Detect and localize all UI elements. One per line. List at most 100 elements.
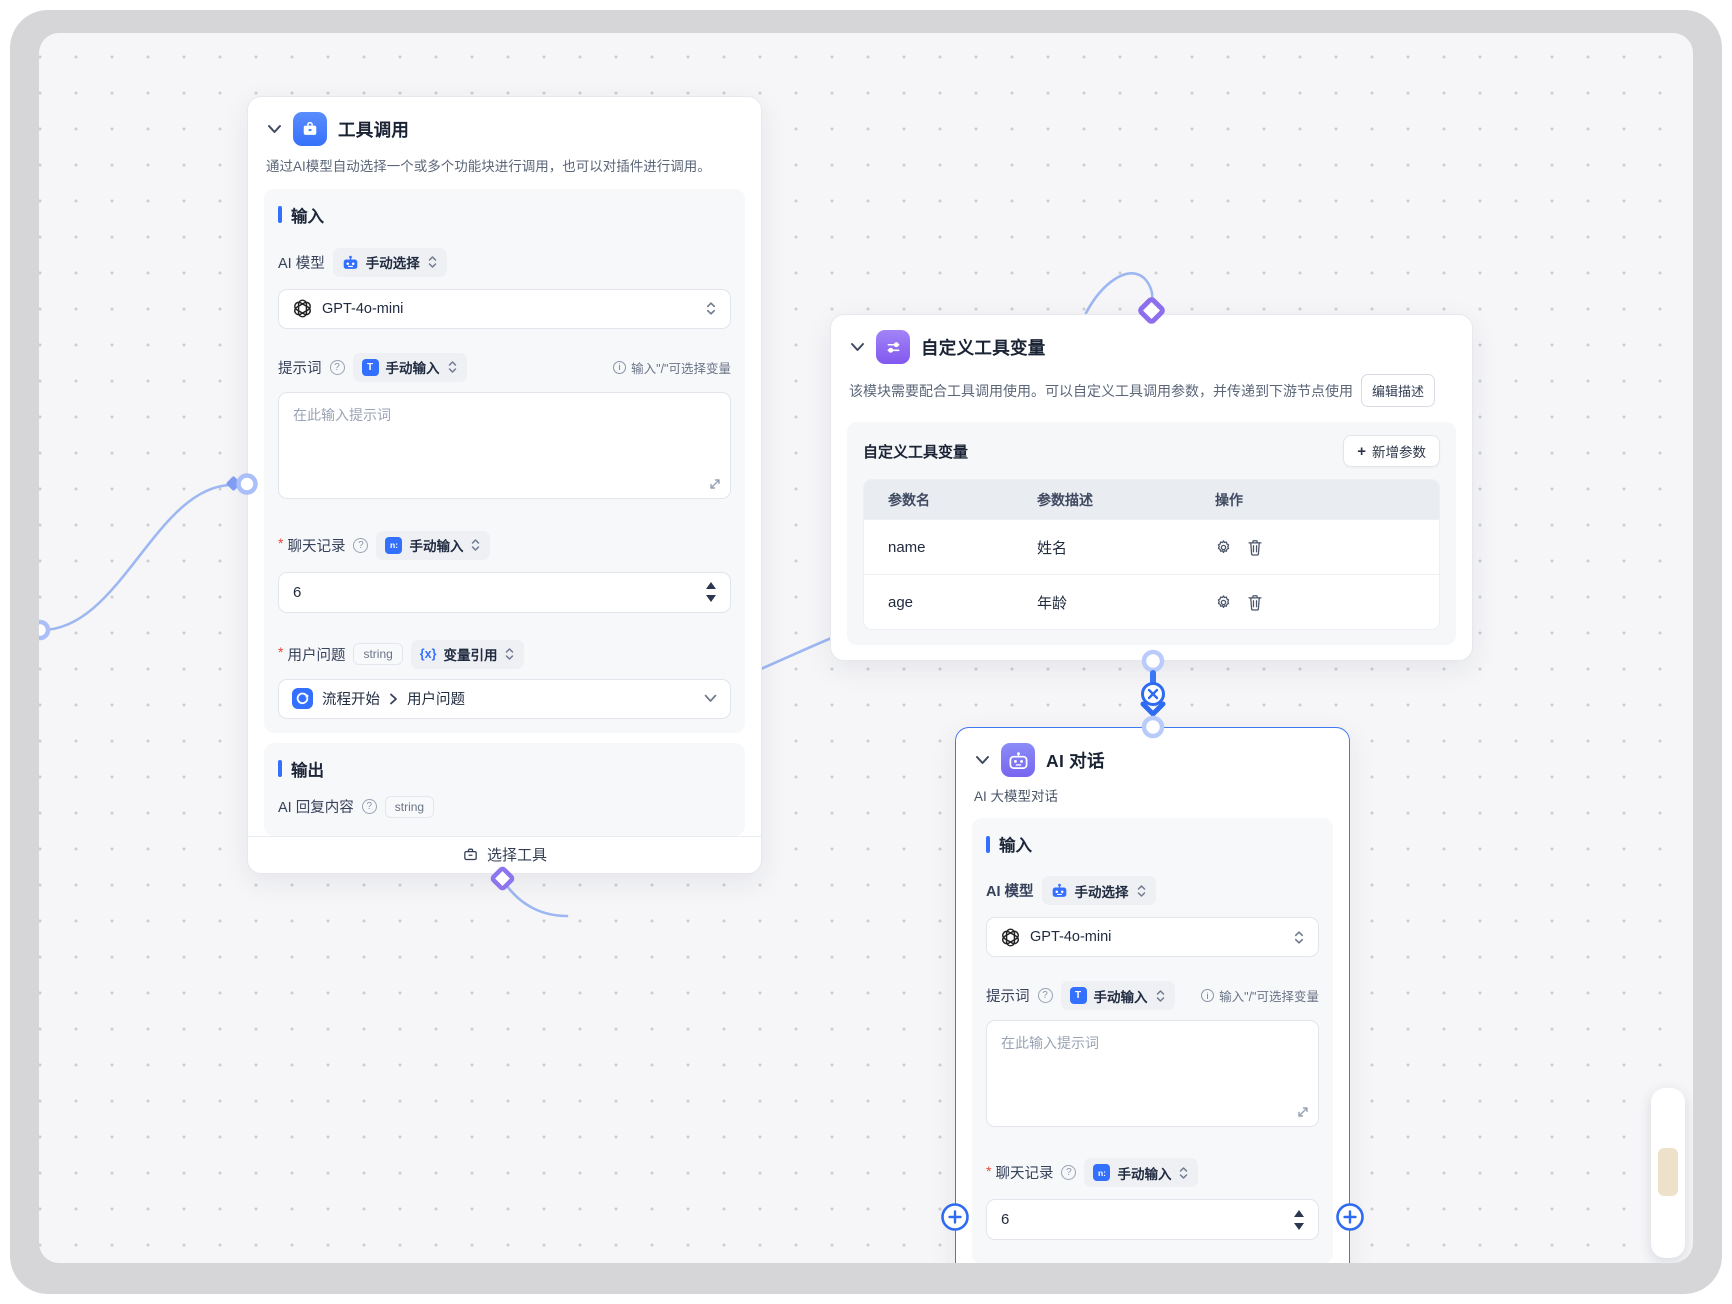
model-select[interactable]: GPT-4o-mini <box>278 288 731 329</box>
model-value: GPT-4o-mini <box>322 300 404 317</box>
chat-history-input[interactable] <box>1001 1211 1294 1228</box>
step-down-icon[interactable] <box>1294 1222 1304 1230</box>
node-title: 自定义工具变量 <box>921 337 1046 358</box>
help-icon[interactable]: ? <box>329 359 345 375</box>
toolbox-outline-icon <box>464 848 477 861</box>
edge-from-tool-selector[interactable] <box>505 884 569 918</box>
toolbox-icon <box>293 112 327 146</box>
node-title: AI 对话 <box>1046 750 1105 771</box>
table-row: age 年龄 <box>864 574 1439 629</box>
help-icon[interactable]: ? <box>353 537 369 553</box>
connector-arrow-icon <box>1140 701 1166 717</box>
section-title: 输入 <box>999 837 1032 855</box>
user-question-label: 用户问题 <box>287 647 346 664</box>
model-select[interactable]: GPT-4o-mini <box>986 917 1319 957</box>
openai-logo-icon <box>294 299 311 318</box>
side-toolbar[interactable] <box>1651 1088 1685 1258</box>
table-row: name 姓名 <box>864 519 1439 574</box>
help-icon[interactable]: ? <box>1061 1165 1077 1180</box>
edit-description-button[interactable]: 编辑描述 <box>1361 374 1436 407</box>
openai-logo-icon <box>1002 927 1019 947</box>
collapse-chevron-icon[interactable] <box>266 121 282 137</box>
node-description: 通过AI模型自动选择一个或多个功能块进行调用，也可以对插件进行调用。 <box>266 159 711 174</box>
gear-icon[interactable] <box>1215 539 1232 556</box>
chat-history-input[interactable] <box>293 583 706 601</box>
col-param-desc: 参数描述 <box>1037 491 1093 508</box>
node-custom-tool-vars[interactable]: 自定义工具变量 该模块需要配合工具调用使用。可以自定义工具调用参数，并传递到下游… <box>830 314 1473 661</box>
number-stepper[interactable] <box>706 582 716 603</box>
model-mode-badge[interactable]: 手动选择 <box>1041 876 1156 905</box>
prompt-mode-badge[interactable]: T 手动输入 <box>1060 981 1175 1010</box>
output-field-label: AI 回复内容 <box>278 800 354 817</box>
model-value: GPT-4o-mini <box>1030 929 1112 945</box>
connector-unplug-icon[interactable] <box>1141 682 1165 706</box>
section-title: 输出 <box>291 761 324 780</box>
hint-text: 输入"/"可选择变量 <box>1219 990 1319 1004</box>
updown-chevron-icon <box>472 539 480 551</box>
variable-reference-select[interactable]: 流程开始 用户问题 <box>278 678 731 719</box>
edge-into-tool-call[interactable] <box>39 483 233 632</box>
select-tool-label: 选择工具 <box>486 847 547 865</box>
parameters-table: 参数名 参数描述 操作 name 姓名 <box>863 479 1440 630</box>
col-operations: 操作 <box>1215 491 1243 508</box>
section-bar <box>278 760 282 778</box>
history-mode-badge[interactable]: n: 手动输入 <box>376 530 491 560</box>
updown-chevron-icon <box>506 648 514 660</box>
edge-source-handle[interactable] <box>39 619 51 641</box>
flow-canvas[interactable]: 工具调用 通过AI模型自动选择一个或多个功能块进行调用，也可以对插件进行调用。 … <box>39 33 1693 1263</box>
add-parameter-button[interactable]: + 新增参数 <box>1343 435 1440 467</box>
node-title: 工具调用 <box>338 119 410 140</box>
question-mode-label: 变量引用 <box>443 648 498 664</box>
step-up-icon[interactable] <box>1294 1209 1304 1217</box>
edge-into-custom-vars[interactable] <box>1084 272 1154 315</box>
prompt-textarea[interactable] <box>278 391 731 499</box>
step-up-icon[interactable] <box>706 582 716 590</box>
custom-vars-panel: 自定义工具变量 + 新增参数 参数名 参数描述 操作 name 姓名 <box>847 422 1456 645</box>
chat-history-label: 聊天记录 <box>287 538 346 555</box>
model-mode-label: 手动选择 <box>1074 884 1129 900</box>
variable-ref-icon: {x} <box>419 647 437 662</box>
section-bar <box>278 206 282 224</box>
model-mode-badge[interactable]: 手动选择 <box>332 247 447 277</box>
col-param-name: 参数名 <box>888 491 930 508</box>
help-icon[interactable]: ? <box>1037 988 1053 1003</box>
output-section: 输出 AI 回复内容 ? string <box>264 742 745 836</box>
collapse-chevron-icon[interactable] <box>849 339 865 355</box>
connector-x-glyph <box>1147 688 1159 700</box>
type-tag: string <box>384 795 435 818</box>
prompt-textarea[interactable] <box>986 1020 1319 1127</box>
add-parameter-label: 新增参数 <box>1372 445 1426 460</box>
prompt-label: 提示词 <box>278 360 322 377</box>
trash-icon[interactable] <box>1247 594 1263 611</box>
flow-start-icon <box>292 688 313 710</box>
hint-text: 输入"/"可选择变量 <box>631 361 731 376</box>
param-name: age <box>888 593 914 611</box>
help-icon[interactable]: ? <box>361 799 377 815</box>
section-title: 输入 <box>291 207 324 226</box>
node-tool-call[interactable]: 工具调用 通过AI模型自动选择一个或多个功能块进行调用，也可以对插件进行调用。 … <box>247 96 762 874</box>
ref-source: 流程开始 <box>322 692 380 709</box>
node-ai-chat[interactable]: AI 对话 AI 大模型对话 输入 AI 模型 手动选择 <box>955 727 1350 1263</box>
history-mode-label: 手动输入 <box>1117 1166 1172 1182</box>
updown-chevron-icon <box>448 361 456 373</box>
required-mark: * <box>278 644 284 661</box>
question-mode-badge[interactable]: {x} 变量引用 <box>410 639 525 669</box>
collapse-chevron-icon[interactable] <box>974 752 990 768</box>
trash-icon[interactable] <box>1247 539 1263 556</box>
number-stepper[interactable] <box>1294 1209 1304 1230</box>
info-icon: i <box>1201 989 1215 1002</box>
select-tool-button[interactable]: 选择工具 <box>248 835 761 873</box>
history-mode-label: 手动输入 <box>409 539 464 555</box>
info-icon: i <box>613 360 627 374</box>
expand-icon[interactable] <box>709 477 721 495</box>
gear-icon[interactable] <box>1215 594 1232 611</box>
prompt-mode-badge[interactable]: T 手动输入 <box>352 352 467 382</box>
expand-icon[interactable] <box>1297 1105 1309 1123</box>
updown-chevron-icon <box>1180 1166 1188 1179</box>
history-mode-badge[interactable]: n: 手动输入 <box>1084 1158 1199 1187</box>
step-down-icon[interactable] <box>706 595 716 603</box>
edge-behind-nodes[interactable] <box>759 635 836 671</box>
node-subtitle: AI 大模型对话 <box>974 789 1059 804</box>
panel-title: 自定义工具变量 <box>863 443 969 461</box>
